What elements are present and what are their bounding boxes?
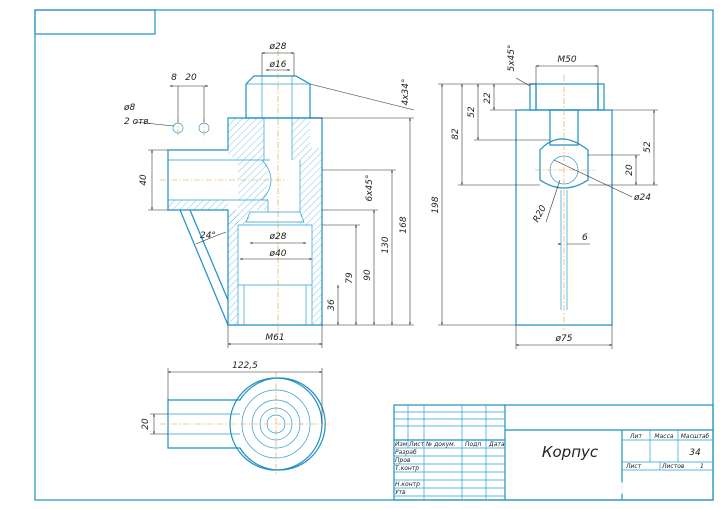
side-view-dimensions xyxy=(438,65,658,349)
dim-chamfer-mid: 6x45° xyxy=(365,174,375,201)
top-view: 122,5 20 xyxy=(141,361,332,476)
dim-d28-top: ø28 xyxy=(269,42,287,52)
dim-h40: 40 xyxy=(139,174,149,186)
dim-slot-6: 6 xyxy=(582,233,588,243)
sheets-count: 1 xyxy=(700,463,704,470)
avito-watermark: Avito xyxy=(613,473,713,503)
dim-angle24: 24° xyxy=(200,231,216,241)
dim-d75: ø75 xyxy=(555,334,573,344)
dim-d40: ø40 xyxy=(269,249,287,259)
title-block: Изм Лист № докум. Подп Дата Разраб Пров … xyxy=(393,404,714,501)
hdr-scale: Масштаб xyxy=(681,433,710,440)
role-prov: Пров xyxy=(395,457,411,464)
side-view: M50 5x45° 22 52 82 198 20 52 ø24 R20 6 ø… xyxy=(431,44,658,349)
scale-value: 34 xyxy=(689,448,701,458)
dim-d16: ø16 xyxy=(269,60,287,70)
role-nkontr: Н.контр xyxy=(395,481,420,488)
top-view-dimensions xyxy=(150,368,323,435)
dim-h198: 198 xyxy=(431,196,441,213)
dim-h90: 90 xyxy=(363,269,373,281)
dim-d24: ø24 xyxy=(633,193,651,203)
dim-h20: 20 xyxy=(625,164,635,176)
dim-h82: 82 xyxy=(451,128,461,140)
avito-logo-icon xyxy=(618,482,630,494)
dim-20: 20 xyxy=(185,73,197,83)
dim-h36: 36 xyxy=(327,299,337,311)
hdr-izm: Изм xyxy=(395,441,408,448)
avito-watermark-text: Avito xyxy=(638,473,713,503)
hdr-date: Дата xyxy=(488,441,505,448)
dim-8: 8 xyxy=(171,73,177,83)
role-tkontr: Т.контр xyxy=(395,465,419,472)
dim-thread-m61: M61 xyxy=(265,333,284,343)
dim-w20: 20 xyxy=(141,418,151,430)
dim-chamfer-top: 4x34° xyxy=(401,78,411,105)
dim-d28-bottom: ø28 xyxy=(269,232,287,242)
dim-d8: ø8 xyxy=(123,103,136,113)
part-name: Корпус xyxy=(542,443,599,461)
front-view-hatching xyxy=(168,118,322,325)
dim-h52-left: 52 xyxy=(467,106,477,118)
sheet-frame xyxy=(34,9,714,501)
dim-h168: 168 xyxy=(399,216,409,233)
front-view: ø28 ø16 8 20 ø8 2 отв. 40 24° ø28 ø40 M6… xyxy=(123,42,415,348)
dim-h22: 22 xyxy=(483,92,493,104)
dim-len-122-5: 122,5 xyxy=(232,361,258,371)
hdr-lit: Лит xyxy=(629,433,642,440)
front-view-dimensions xyxy=(134,52,415,348)
dim-h52-right: 52 xyxy=(643,141,653,153)
dim-thread-m50: M50 xyxy=(557,55,576,65)
hdr-mass: Масса xyxy=(654,433,673,440)
hdr-doc: № докум. xyxy=(425,441,456,448)
role-razrab: Разраб xyxy=(395,449,417,456)
dim-chamfer-5x45: 5x45° xyxy=(507,44,517,71)
sheet-label: Лист xyxy=(625,463,642,470)
hdr-list: Лист xyxy=(408,441,425,448)
role-utv: Утв xyxy=(395,489,406,496)
dim-h130: 130 xyxy=(381,236,391,253)
sheets-label: Листов xyxy=(661,463,685,470)
dim-holes: 2 отв. xyxy=(124,117,152,127)
hdr-sign: Подп xyxy=(465,441,481,448)
dim-h79: 79 xyxy=(345,272,355,284)
